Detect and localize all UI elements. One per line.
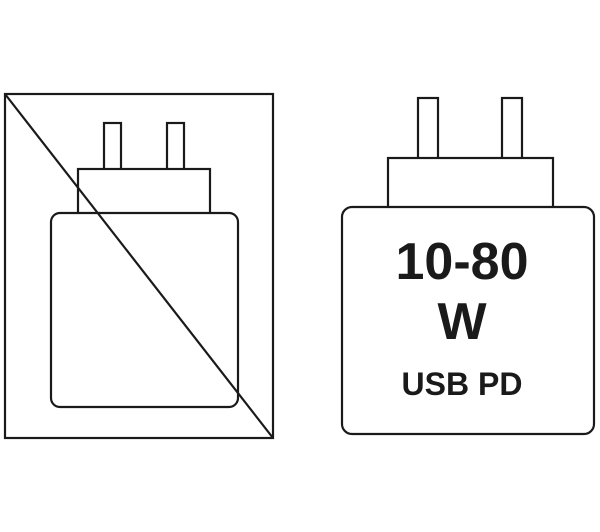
charging-standard-label: USB PD — [401, 366, 523, 402]
right-charger-prong-right — [500, 96, 524, 162]
wattage-range-label: 10-80 — [395, 233, 529, 291]
right-charger-neck — [386, 156, 555, 210]
cross-out-line — [4, 93, 274, 439]
usb-pd-charger-icon — [340, 96, 596, 436]
left-charger-prong-right — [165, 121, 186, 172]
charger-not-included-icon — [3, 92, 275, 440]
left-charger-prong-left — [102, 121, 123, 172]
right-charger-body — [340, 205, 596, 436]
wattage-unit-label: W — [437, 293, 487, 351]
right-charger-prong-left — [416, 96, 440, 162]
left-charger-neck — [76, 167, 212, 216]
left-charger-body — [49, 211, 240, 409]
